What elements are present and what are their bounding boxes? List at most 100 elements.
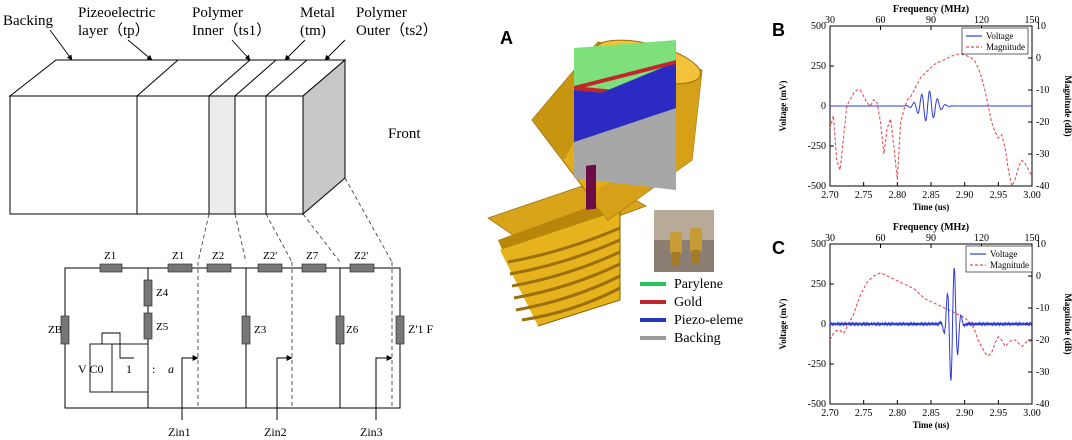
label-inner-line1: Polymer — [192, 5, 243, 21]
wire — [586, 164, 596, 210]
chart-c-ytick-label-1: 250 — [811, 279, 826, 290]
chart-c-xtick-label-6: 3.00 — [1023, 408, 1041, 419]
chart-b-xtick-label-0: 2.70 — [821, 190, 839, 201]
chart-c-top-tick-label-3: 120 — [974, 233, 989, 244]
circuit-z1a: Z1 — [104, 250, 116, 262]
chart-b-rtick-label-4: -30 — [1036, 149, 1049, 160]
chart-b-xtick-label-1: 2.75 — [855, 190, 873, 201]
chart-b-rtick-label-1: 0 — [1036, 53, 1041, 64]
circuit-z2c: Z2' — [354, 250, 368, 262]
label-piezo-line2: layer（tp） — [78, 22, 150, 39]
chart-b-top-tick-label-4: 150 — [1025, 15, 1040, 26]
label-piezo-line1: Pizeoelectric — [78, 5, 156, 21]
chart-b-ytick-label-1: 250 — [811, 61, 826, 72]
transducer-layer-diagram: Backing Pizeoelectric layer（tp） Polymer … — [3, 5, 438, 439]
chart-b-ytick-label-4: -500 — [808, 181, 826, 192]
chart-b-legend-label-magnitude: Magnitude — [986, 42, 1025, 52]
legend-label-piezo: Piezo-eleme — [674, 313, 743, 328]
chart-c-legend-label-voltage: Voltage — [990, 249, 1017, 259]
chart-c-rtick-label-2: -10 — [1036, 303, 1049, 314]
chart-b-top-tick-label-3: 120 — [974, 15, 989, 26]
layer-stack — [8, 58, 347, 216]
label-metal-line2: (tm) — [300, 23, 326, 39]
chart-c-xtick-label-5: 2.95 — [990, 408, 1008, 419]
chart-c-legend-label-magnitude: Magnitude — [990, 260, 1029, 270]
chart-b-xtick-label-4: 2.90 — [956, 190, 974, 201]
chart-b-xtick-label-6: 3.00 — [1023, 190, 1041, 201]
chart-b-title: Frequency (MHz) — [893, 4, 969, 15]
circuit-zf: Z'1 F — [408, 322, 433, 336]
chart-c-rtick-label-5: -40 — [1036, 399, 1049, 410]
circuit-z2b: Z2' — [263, 250, 277, 262]
circuit-z7: Z7 — [306, 250, 319, 262]
legend-label-backing: Backing — [674, 331, 721, 346]
circuit-z2a: Z2 — [212, 250, 224, 262]
chart-b-xlabel: Time (us) — [913, 202, 950, 212]
label-inner-line2: Inner（ts1） — [192, 22, 271, 39]
chart-b-legend-box — [961, 27, 1029, 55]
photo-inset — [654, 210, 714, 272]
chart-b-ytick-label-2: 0 — [821, 101, 826, 112]
chart-c-ylabel-right: Magnitude (dB) — [1063, 293, 1072, 354]
chart-c-xtick-label-4: 2.90 — [956, 408, 974, 419]
circuit-ratio-1: 1 — [126, 362, 132, 376]
label-front: Front — [388, 126, 421, 142]
chart-b-ylabel-right: Magnitude (dB) — [1063, 75, 1072, 136]
chart-c-ytick-label-0: 500 — [811, 239, 826, 250]
chart-b-series-magnitude — [829, 53, 1033, 188]
chart-c-top-tick-label-2: 90 — [926, 233, 936, 244]
chart-c-ytick-label-4: -500 — [808, 399, 826, 410]
legend-label-gold: Gold — [674, 295, 702, 310]
chart-b-rtick-label-0: 10 — [1036, 21, 1046, 32]
chart-c-legend-box — [965, 245, 1033, 273]
circuit-ratio-a: a — [168, 362, 174, 376]
chart-b-series-voltage — [830, 90, 1032, 122]
circuit-zin2: Zin2 — [264, 425, 287, 439]
circuit-z5: Z5 — [156, 321, 169, 333]
chart-c-xtick-label-0: 2.70 — [821, 408, 839, 419]
legend-label-parylene: Parylene — [674, 277, 723, 292]
chart-c-series-magnitude — [829, 272, 1033, 357]
chart-b-rtick-label-2: -10 — [1036, 85, 1049, 96]
chart-c-series-voltage — [829, 268, 1033, 381]
legend-swatch-parylene — [640, 282, 666, 286]
panel-a-label: A — [500, 28, 513, 48]
chart-b-legend-label-voltage: Voltage — [986, 31, 1013, 41]
chart-b-ytick-label-0: 500 — [811, 21, 826, 32]
circuit-ratio-colon: : — [152, 362, 155, 376]
legend: Parylene Gold Piezo-eleme Backing — [640, 277, 743, 346]
chart-c-rtick-label-4: -30 — [1036, 367, 1049, 378]
chart-b-ytick-label-3: -250 — [808, 141, 826, 152]
circuit-z1b: Z1 — [172, 250, 184, 262]
chart-c-ylabel: Voltage (mV) — [778, 299, 788, 350]
chart-b-top-tick-label-1: 60 — [876, 15, 886, 26]
chart-b-rtick-label-5: -40 — [1036, 181, 1049, 192]
circuit-zin3: Zin3 — [360, 425, 383, 439]
label-backing: Backing — [3, 13, 53, 29]
label-outer-line2: Outer（ts2） — [356, 22, 438, 39]
chart-b-top-tick-label-0: 30 — [825, 15, 835, 26]
circuit-z4: Z4 — [156, 287, 169, 299]
label-metal-line1: Metal — [300, 5, 335, 21]
circuit-vc0: V C0 — [78, 362, 103, 376]
chart-c-xlabel: Time (us) — [913, 420, 950, 430]
backing-layer — [574, 108, 676, 190]
chart-c-ytick-label-2: 0 — [821, 319, 826, 330]
circuit-z6: Z6 — [346, 324, 359, 336]
chart-b-panel-label: B — [772, 20, 785, 40]
circuit-zin1: Zin1 — [168, 425, 191, 439]
chart-c-rtick-label-3: -20 — [1036, 335, 1049, 346]
chart-b-xtick-label-2: 2.80 — [889, 190, 907, 201]
legend-swatch-gold — [640, 300, 666, 304]
chart-c-panel-label: C — [772, 238, 785, 258]
chart-c-title: Frequency (MHz) — [893, 222, 969, 233]
chart-c-top-tick-label-0: 30 — [825, 233, 835, 244]
chart-c-top-tick-label-4: 150 — [1025, 233, 1040, 244]
chart-c-xtick-label-2: 2.80 — [889, 408, 907, 419]
chart-b-rtick-label-3: -20 — [1036, 117, 1049, 128]
chart-c-xtick-label-3: 2.85 — [922, 408, 940, 419]
transducer-cutaway: A Parylene — [487, 28, 743, 346]
chart-c-ytick-label-3: -250 — [808, 359, 826, 370]
